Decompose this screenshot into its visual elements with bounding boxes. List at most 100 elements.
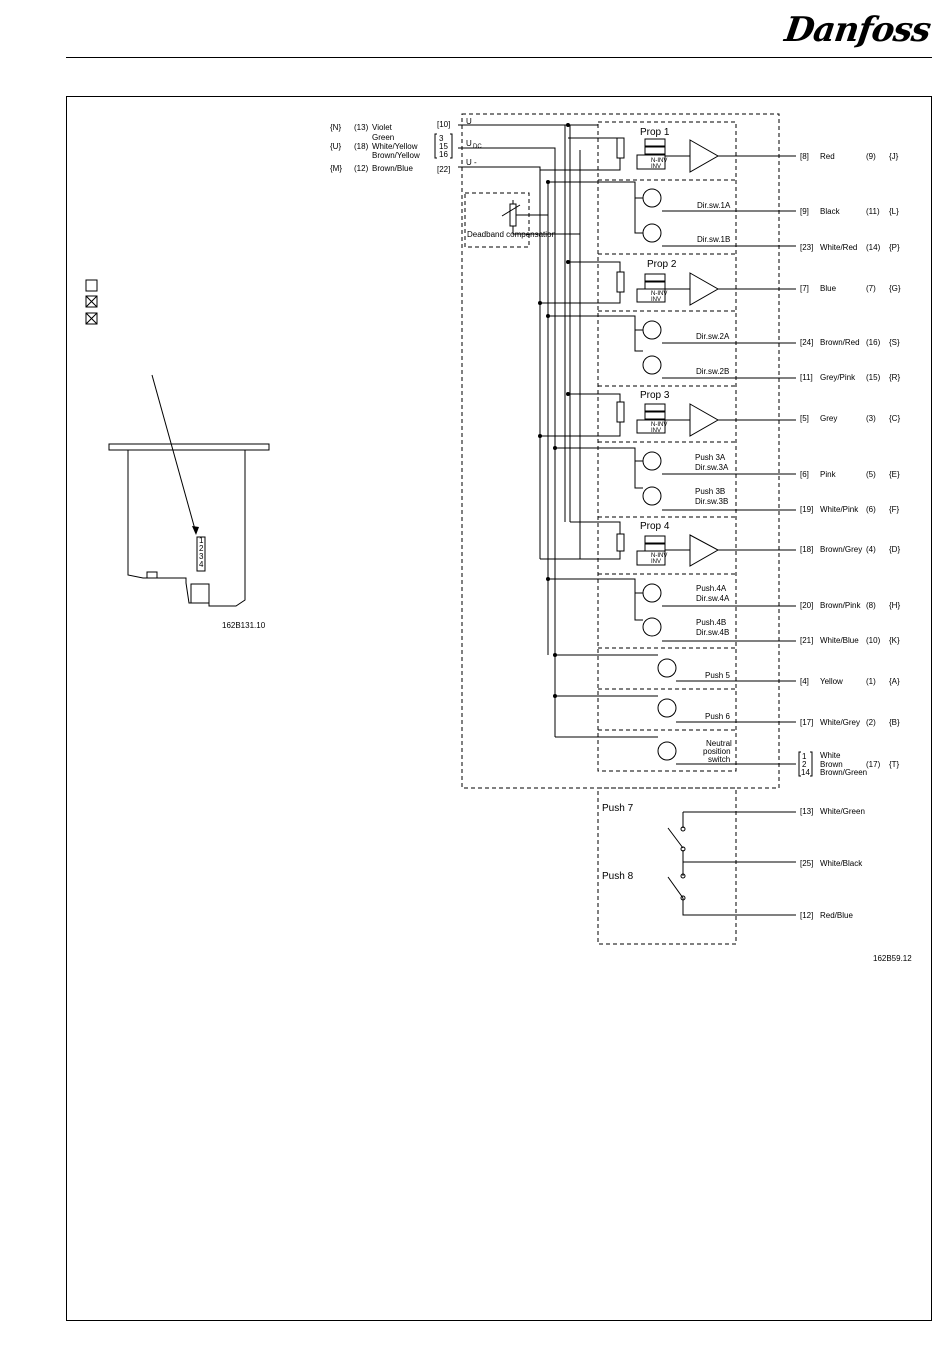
svg-text:{D}: {D} [889,545,900,554]
svg-text:Push 7: Push 7 [602,803,634,814]
svg-text:switch: switch [708,755,730,764]
checkbox-legend [85,279,98,325]
svg-text:Grey/Pink: Grey/Pink [820,373,856,382]
header-rule [66,57,932,58]
svg-text:14: 14 [801,768,810,777]
push5-block: Push 5 [555,654,796,682]
svg-text:[20]: [20] [800,601,813,610]
svg-text:(8): (8) [866,601,876,610]
rail-udc-label: U [466,139,472,148]
svg-text:Push 3A: Push 3A [695,453,726,462]
neutral-block: Neutral position switch [555,736,796,765]
deadband-box [464,192,530,248]
terminal-number: 2 [199,544,204,553]
svg-text:Dir.sw.3B: Dir.sw.3B [695,497,728,506]
svg-text:(15): (15) [866,373,881,382]
svg-text:White/Grey: White/Grey [820,718,860,727]
svg-text:Neutral: Neutral [706,739,732,748]
push4-block: Push.4A Dir.sw.4A Push.4B Dir.sw.4B [548,578,796,642]
svg-text:{P}: {P} [889,243,900,252]
svg-text:(3): (3) [866,414,876,423]
svg-text:[23]: [23] [800,243,813,252]
svg-text:{T}: {T} [889,760,900,769]
svg-text:White/Green: White/Green [820,807,865,816]
svg-text:Prop 4: Prop 4 [640,521,670,532]
svg-text:White: White [820,751,841,760]
svg-text:[7]: [7] [800,284,809,293]
terminal-number: 4 [199,560,204,569]
push7-8-block: Push 7 Push 8 [602,803,796,916]
svg-text:(11): (11) [866,207,880,216]
terminal-number: 1 [199,536,204,545]
transistor-icon [642,617,662,637]
legend-pin: 15 [439,142,448,151]
svg-text:{J}: {J} [889,152,899,161]
svg-text:White/Pink: White/Pink [820,505,859,514]
svg-text:Brown/Pink: Brown/Pink [820,601,861,610]
svg-text:[24]: [24] [800,338,813,347]
svg-text:{C}: {C} [889,414,900,423]
svg-text:Brown/Red: Brown/Red [820,338,860,347]
content-frame [66,96,932,1321]
svg-text:[11]: [11] [800,373,813,382]
transistor-icon [657,658,677,678]
transistor-icon [642,486,662,506]
legend-num: (12) [354,164,369,173]
legend-color: White/Yellow [372,142,418,151]
dir1-block: Dir.sw.1A Dir.sw.1B [548,181,796,247]
svg-text:{B}: {B} [889,718,900,727]
legend-code: {N} [330,123,341,132]
svg-text:Red/Blue: Red/Blue [820,911,853,920]
svg-text:(10): (10) [866,636,881,645]
push3-block: Push 3A Dir.sw.3A Push 3B Dir.sw.3B [555,447,796,511]
svg-text:(5): (5) [866,470,876,479]
crossed-checkbox-icon [85,312,98,325]
push6-block: Push 6 [555,695,796,723]
svg-text:[13]: [13] [800,807,813,816]
svg-text:Yellow: Yellow [820,677,843,686]
legend-code: {U} [330,142,341,151]
svg-text:Brown/Green: Brown/Green [820,768,867,777]
rail-u-label: U [466,117,472,126]
svg-text:(4): (4) [866,545,876,554]
svg-text:(7): (7) [866,284,876,293]
svg-text:{F}: {F} [889,505,900,514]
svg-text:1: 1 [802,752,807,761]
transistor-icon [642,320,662,340]
svg-text:Brown/Grey: Brown/Grey [820,545,862,554]
terminal-number: 3 [199,552,204,561]
svg-text:(2): (2) [866,718,876,727]
legend-num: (18) [354,142,369,151]
svg-text:(1): (1) [866,677,876,686]
svg-text:Push.4B: Push.4B [696,618,726,627]
svg-text:Prop 3: Prop 3 [640,390,670,401]
crossed-checkbox-icon [85,295,98,308]
svg-text:N-INV: N-INV [651,422,667,428]
svg-text:N-INV: N-INV [651,553,667,559]
svg-text:[12]: [12] [800,911,813,920]
svg-text:{G}: {G} [889,284,901,293]
svg-text:position: position [703,747,731,756]
svg-text:INV: INV [651,559,661,565]
deadband-label: Deadband compensation [467,230,556,239]
svg-text:Red: Red [820,152,835,161]
legend-color: Green [372,133,394,142]
housing-sketch: 1 2 3 4 162B131.10 [108,374,270,630]
svg-text:INV: INV [651,164,661,170]
svg-text:Black: Black [820,207,841,216]
svg-text:White/Black: White/Black [820,859,863,868]
svg-text:Blue: Blue [820,284,837,293]
svg-text:{H}: {H} [889,601,900,610]
svg-text:Prop 2: Prop 2 [647,259,677,270]
svg-text:(16): (16) [866,338,881,347]
svg-text:White/Blue: White/Blue [820,636,859,645]
svg-text:Prop 1: Prop 1 [640,127,670,138]
svg-text:[5]: [5] [800,414,809,423]
legend-color: Brown/Blue [372,164,413,173]
function-column [597,121,737,772]
transistor-icon [657,741,677,761]
svg-text:(14): (14) [866,243,881,252]
